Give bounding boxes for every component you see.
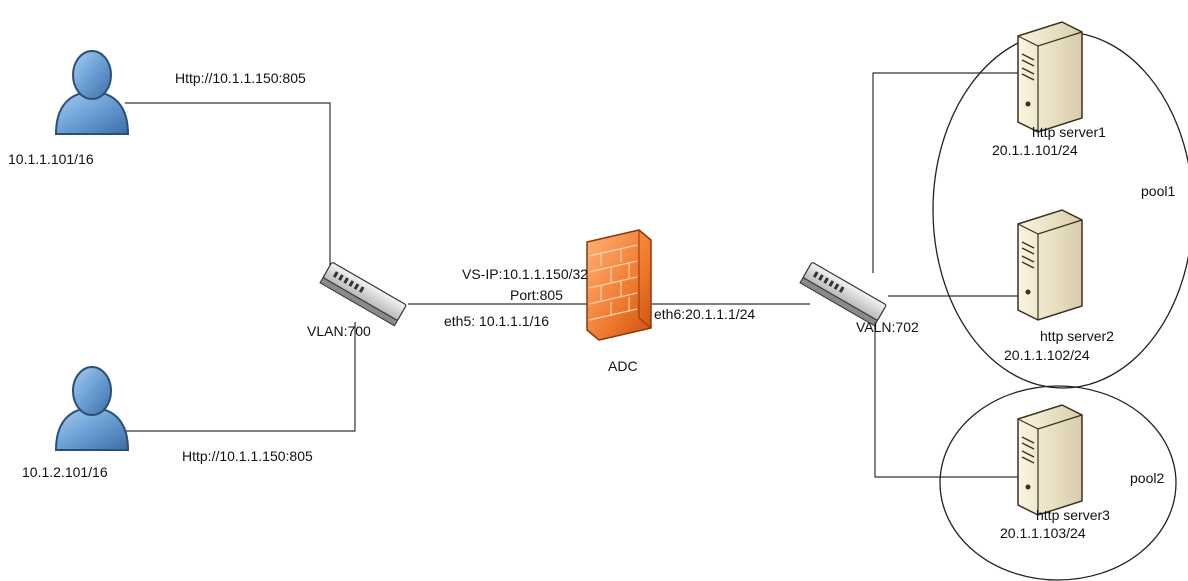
adc-name-label: ADC [608,358,638,374]
server-2-icon [1018,210,1082,320]
link-switch-right-server1 [873,73,1022,273]
server-1-icon [1018,22,1082,132]
link-switch-right-server3 [875,318,1022,477]
server-3-ip-label: 20.1.1.103/24 [1000,525,1086,541]
client-1-request-label: Http://10.1.1.150:805 [175,70,306,86]
switch-right-vlan-label: VALN:702 [856,319,919,335]
server-3-icon [1018,405,1082,515]
adc-firewall-icon [587,230,651,340]
server-1-ip-label: 20.1.1.101/24 [992,142,1078,158]
client-1-user-icon [56,51,128,134]
link-client1-switch-left [125,103,330,268]
client-2-user-icon [56,367,128,450]
client-1-ip-label: 10.1.1.101/16 [8,151,94,167]
server-2-ip-label: 20.1.1.102/24 [1004,347,1090,363]
adc-eth5-label: eth5: 10.1.1.1/16 [444,313,549,329]
adc-eth6-label: eth6:20.1.1.1/24 [654,306,755,322]
pool1-label: pool1 [1141,183,1175,199]
adc-port-label: Port:805 [510,287,563,303]
server-1-name-label: http server1 [1032,124,1106,140]
server-3-name-label: http server3 [1036,507,1110,523]
client-2-request-label: Http://10.1.1.150:805 [182,448,313,464]
client-2-ip-label: 10.1.2.101/16 [22,464,108,480]
adc-vs-ip-label: VS-IP:10.1.1.150/32 [462,266,588,282]
switch-left-vlan-label: VLAN:700 [307,323,371,339]
server-2-name-label: http server2 [1040,328,1114,344]
pool2-label: pool2 [1130,470,1164,486]
switch-left-icon [320,262,406,326]
